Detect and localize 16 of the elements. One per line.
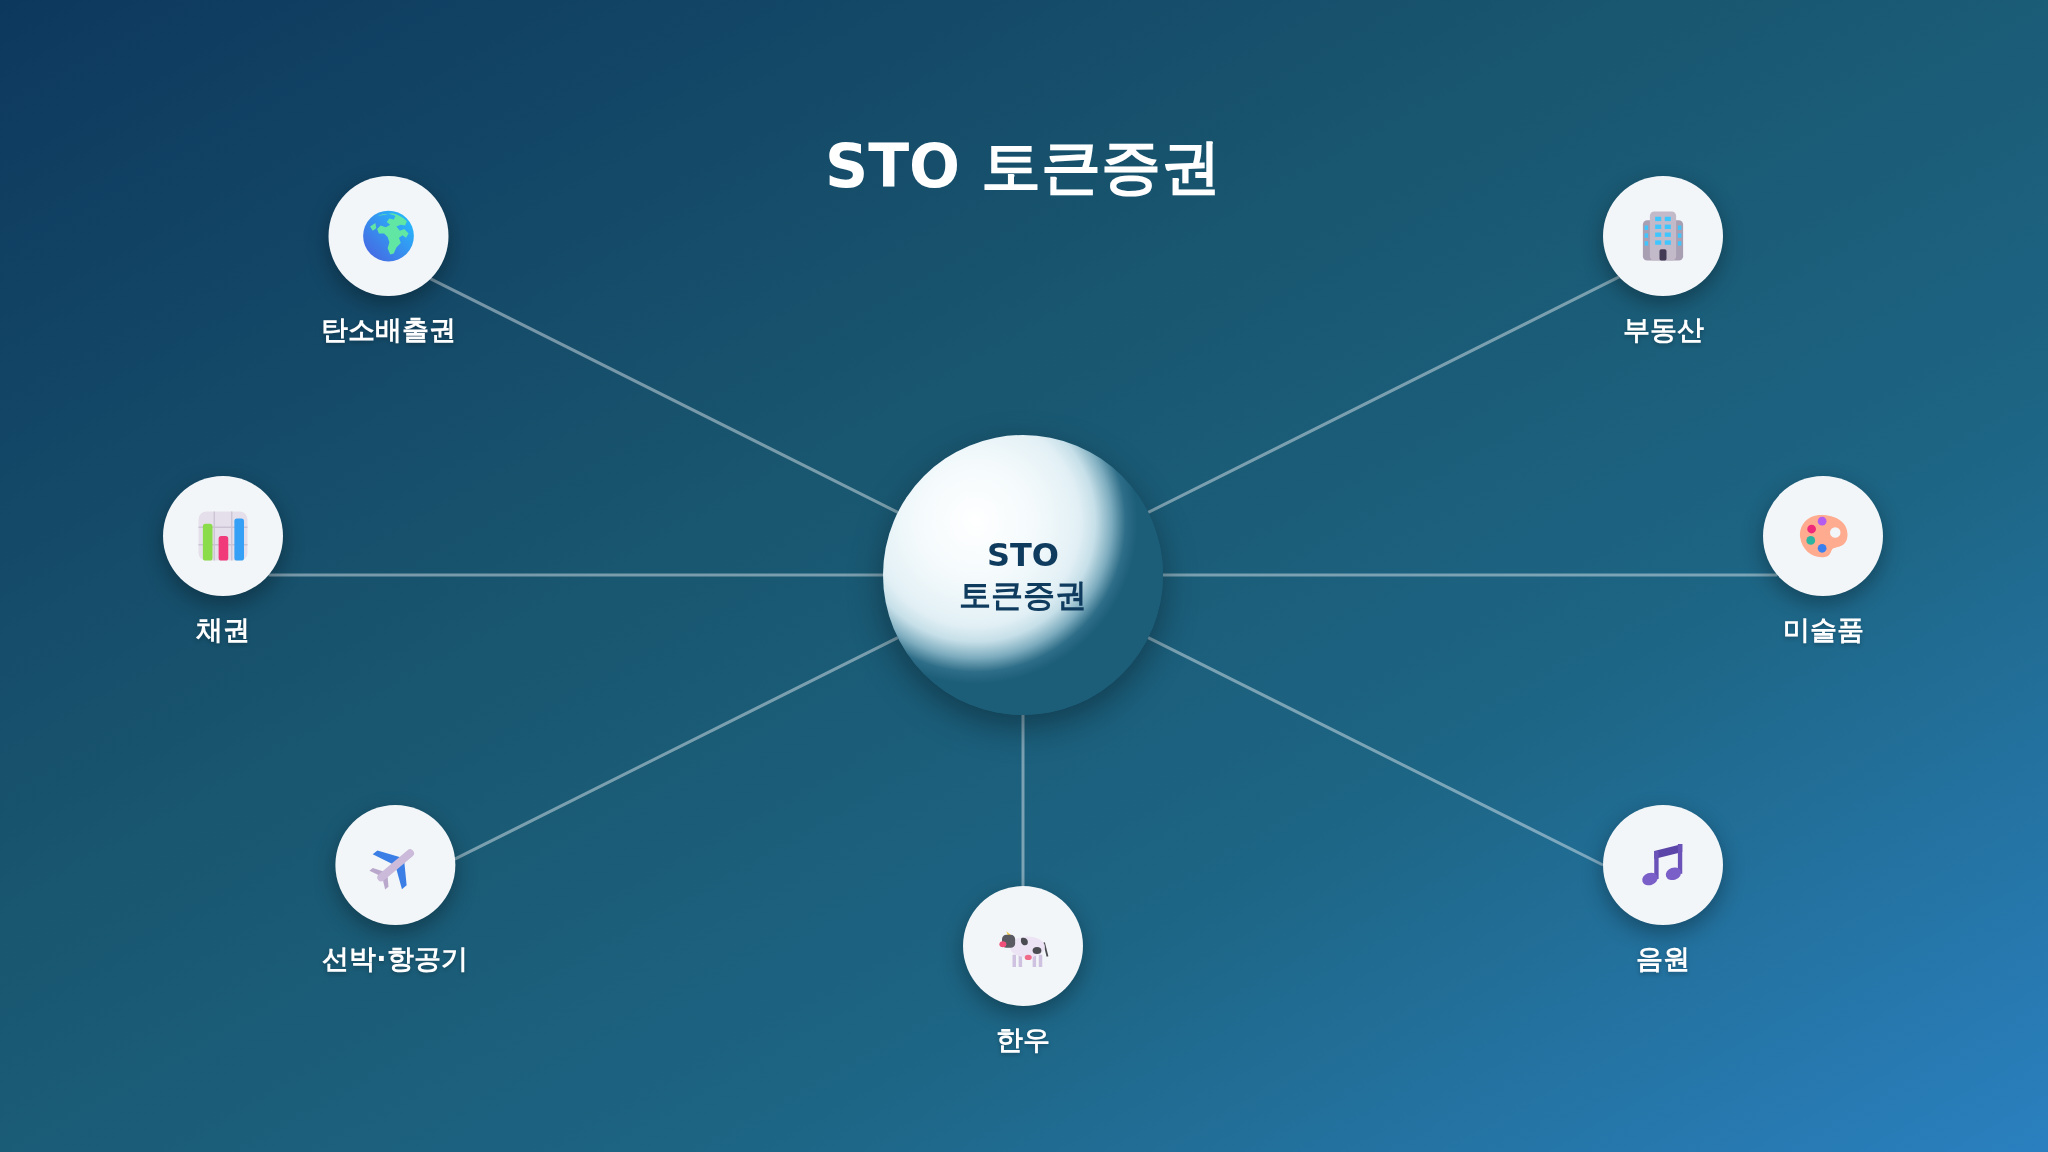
connector-line bbox=[429, 277, 899, 514]
node-label: 음원 bbox=[1636, 943, 1690, 975]
node-label: 선박·항공기 bbox=[322, 943, 468, 975]
connector-line bbox=[1021, 715, 1025, 886]
node-label: STO 토큰증권 bbox=[958, 535, 1088, 615]
connector-line bbox=[1163, 573, 1778, 577]
node-label: 미술품 bbox=[1782, 614, 1864, 646]
node-label: 부동산 bbox=[1622, 314, 1704, 346]
connector-line bbox=[454, 636, 899, 861]
connector-line bbox=[1147, 275, 1620, 514]
node-label: 탄소배출권 bbox=[320, 314, 456, 346]
title: STO 토큰증권 bbox=[825, 131, 1221, 201]
connector-line bbox=[1147, 636, 1604, 867]
node-label: 한우 bbox=[996, 1024, 1050, 1056]
connector-line bbox=[268, 573, 883, 577]
node-label: 채권 bbox=[196, 614, 250, 646]
